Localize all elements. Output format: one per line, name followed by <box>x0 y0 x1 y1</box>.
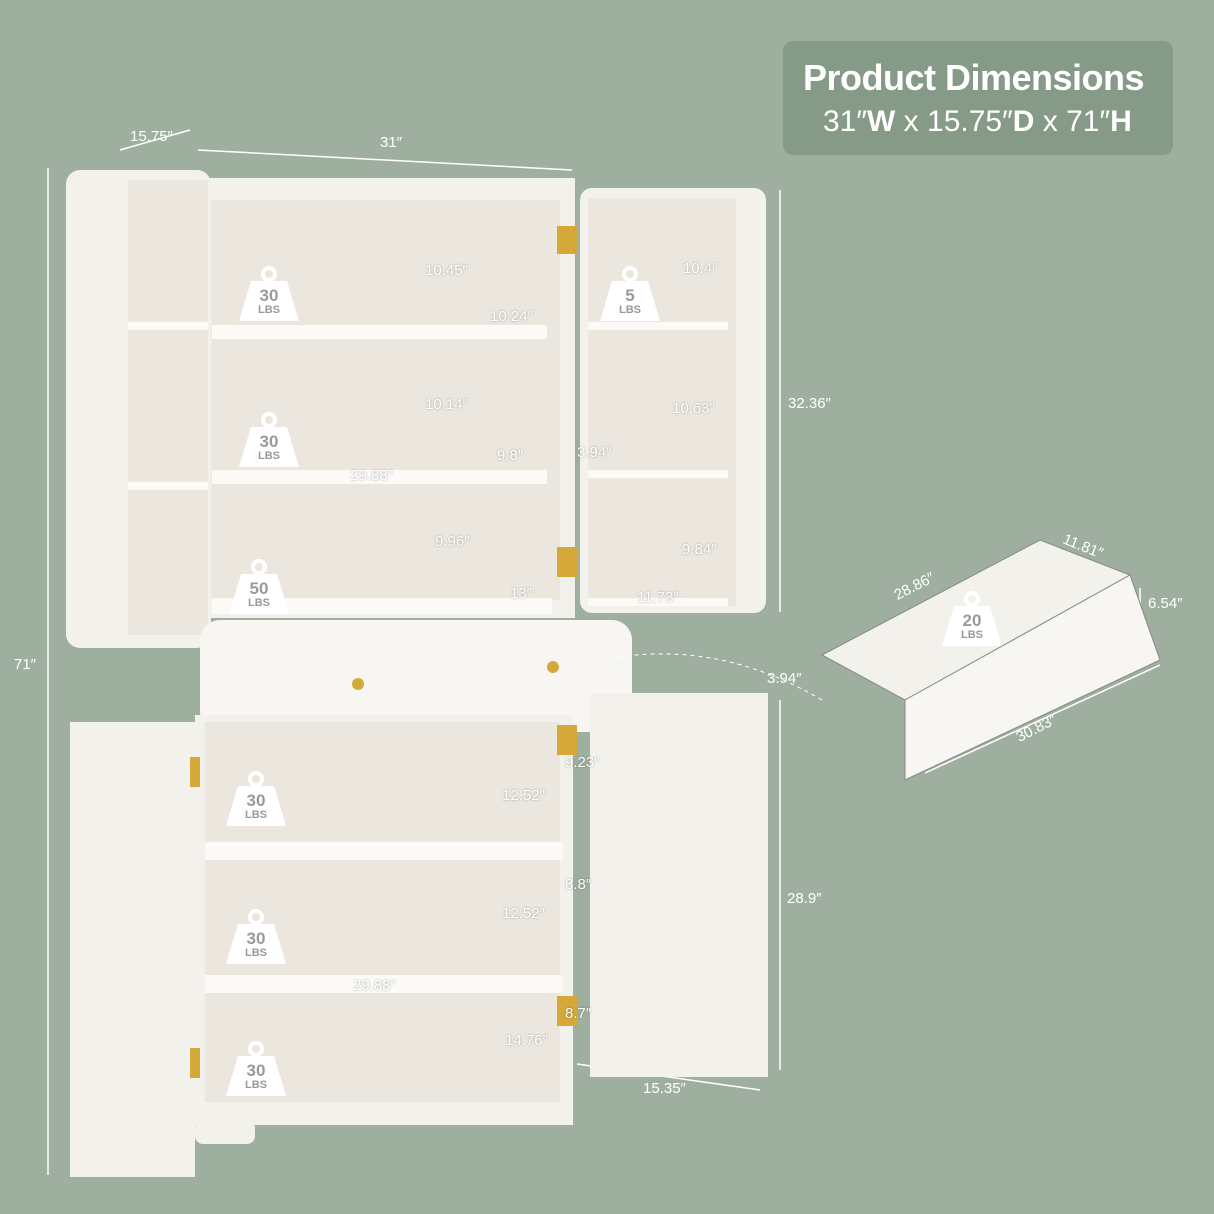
weight-value: 30 <box>246 1061 266 1080</box>
dimension-lines <box>47 129 1161 1175</box>
shelf <box>212 470 547 484</box>
weight-value: 30 <box>259 286 279 305</box>
weight-value: 20 <box>962 611 982 630</box>
drawer-inner-height: 3.94″ <box>767 670 802 687</box>
weight-unit: LBS <box>258 304 280 316</box>
lower-shelf-depth-2: 12.52″ <box>502 905 545 922</box>
weight-unit: LBS <box>245 809 267 821</box>
weight-value: 5 <box>625 286 635 305</box>
lower-shelf-height-1: 9.23″ <box>565 754 600 771</box>
lower-shelf-width: 29.88″ <box>353 977 396 994</box>
lower-shelf-height-3: 8.7″ <box>565 1005 592 1022</box>
door-shelf-width: 11.73″ <box>637 589 679 606</box>
weight-value: 30 <box>246 929 266 948</box>
overall-width-label: 31″ <box>380 134 402 151</box>
weight-unit: LBS <box>961 629 983 641</box>
shelf <box>212 325 547 339</box>
upper-shelf-width: 29.88″ <box>350 467 393 484</box>
lower-shelf-depth-1: 12.52″ <box>502 787 545 804</box>
overall-height-label: 71″ <box>14 656 36 673</box>
door-shelf-depth: 3.94″ <box>577 444 612 461</box>
door-shelf-height-2: 10.63″ <box>672 400 715 417</box>
upper-shelf-height-3: 9.96″ <box>435 533 470 550</box>
drawer-height: 6.54″ <box>1148 595 1183 612</box>
weight-unit: LBS <box>248 597 270 609</box>
title: Product Dimensions <box>803 57 1145 98</box>
lower-shelf-depth-3: 14.76″ <box>505 1032 548 1049</box>
lower-right-door <box>590 693 768 1077</box>
lower-door-width: 15.35″ <box>643 1080 686 1097</box>
weight-unit: LBS <box>245 1079 267 1091</box>
drawer <box>200 620 632 732</box>
weight-unit: LBS <box>245 947 267 959</box>
lower-shelf-height-2: 8.8″ <box>565 876 592 893</box>
weight-value: 30 <box>246 791 266 810</box>
product-dimensions-box: Product Dimensions 31″W x 15.75″D x 71″H <box>783 41 1173 155</box>
door-shelf-height-3: 9.84″ <box>682 541 717 558</box>
lower-left-door <box>70 722 195 1177</box>
door-shelf-height-1: 10.4″ <box>683 260 718 277</box>
overall-depth-label: 15.75″ <box>130 128 173 145</box>
upper-shelf-depth-3: 13″ <box>510 585 532 602</box>
upper-shelf-depth-1: 10.24″ <box>490 308 533 325</box>
weight-value: 50 <box>249 579 269 598</box>
hinges <box>190 226 577 1078</box>
upper-shelf-depth-2: 9.8″ <box>497 447 524 464</box>
dimensions-summary: 31″W x 15.75″D x 71″H <box>823 105 1132 138</box>
upper-shelf-height-1: 10.45″ <box>425 262 468 279</box>
shelf <box>212 598 552 614</box>
lower-door-height: 28.9″ <box>787 890 822 907</box>
upper-door-height: 32.36″ <box>788 395 831 412</box>
upper-shelf-height-2: 10.14″ <box>425 396 468 413</box>
weight-unit: LBS <box>258 450 280 462</box>
weight-value: 30 <box>259 432 279 451</box>
weight-unit: LBS <box>619 304 641 316</box>
